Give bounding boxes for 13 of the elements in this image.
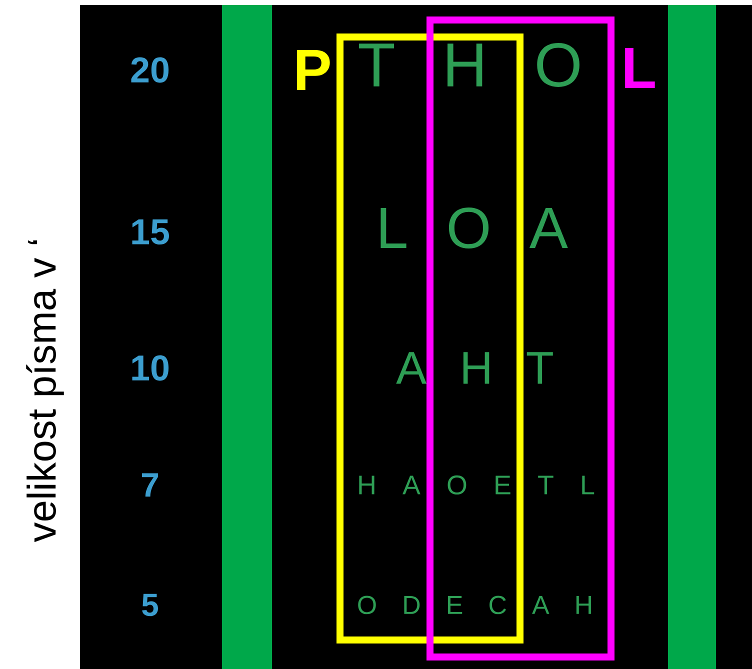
size-number: 10 bbox=[132, 355, 169, 381]
letter-row: L O A bbox=[380, 207, 568, 249]
letter-row: T H O bbox=[358, 43, 580, 87]
axis-label: velikost písma v ‘ bbox=[26, 240, 64, 542]
size-number: 15 bbox=[132, 219, 169, 245]
letter-row: O D E C A H bbox=[358, 596, 591, 614]
node-label: P bbox=[296, 50, 330, 90]
size-number: 5 bbox=[142, 594, 158, 616]
letter-row: A H T bbox=[396, 352, 553, 384]
size-number: 7 bbox=[142, 473, 158, 497]
node-label: L bbox=[625, 48, 655, 88]
size-number: 20 bbox=[131, 57, 169, 83]
letter-row: H A O E T L bbox=[359, 475, 594, 495]
